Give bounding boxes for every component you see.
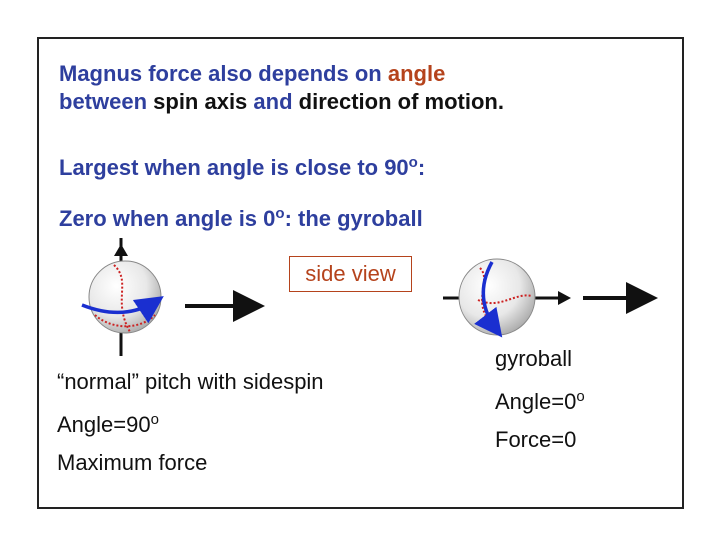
slide-frame (37, 37, 684, 509)
largest-end: : (417, 155, 426, 180)
heading-line-2: between spin axis and direction of motio… (59, 89, 504, 115)
spin-axis-arrowhead (114, 244, 128, 256)
angle-value: Angle=90 (57, 412, 151, 437)
gyroball-ball (443, 258, 571, 338)
spin-axis-highlight: spin axis (153, 89, 248, 114)
normal-pitch-line-1: “normal” pitch with sidespin (57, 369, 324, 394)
degree-mark: o (275, 205, 285, 222)
zero-line: Zero when angle is 0o: the gyroball (59, 201, 423, 232)
heading-line-1: Magnus force also depends on angle (59, 61, 445, 87)
heading-text: Magnus force also depends on (59, 61, 388, 86)
normal-pitch-line-2: Angle=90o (57, 401, 324, 444)
gyroball-line-3: Force=0 (495, 427, 577, 452)
degree-mark: o (150, 411, 159, 428)
side-view-label: side view (289, 256, 412, 292)
largest-line: Largest when angle is close to 90o: (59, 150, 425, 181)
angle-highlight: angle (387, 61, 446, 86)
heading-text: and (247, 89, 299, 114)
gyroball-line-2: Angle=0o (495, 378, 585, 421)
degree-mark: o (576, 388, 585, 405)
angle-value: Angle=0 (495, 389, 577, 414)
largest-text: Largest when angle is close to 90 (59, 155, 409, 180)
direction-highlight: direction of motion. (298, 89, 504, 114)
degree-mark: o (408, 154, 418, 171)
gyroball-caption: gyroball Angle=0o Force=0 (495, 340, 585, 459)
rotation-arrow (81, 296, 164, 324)
zero-text: Zero when angle is 0 (59, 206, 276, 231)
baseball-icon (458, 258, 536, 336)
baseball-icon (88, 260, 162, 334)
spin-axis-arrowhead (558, 291, 571, 305)
normal-pitch-caption: “normal” pitch with sidespin Angle=90o M… (57, 363, 324, 482)
seam-stitches (477, 294, 533, 305)
zero-end: : the gyroball (284, 206, 423, 231)
heading-text: between (59, 89, 154, 114)
gyroball-line-1: gyroball (495, 346, 573, 371)
rotation-arrow (474, 261, 503, 338)
sidespin-ball (81, 238, 164, 356)
seam-stitches (94, 314, 156, 328)
normal-pitch-line-3: Maximum force (57, 450, 208, 475)
seam-stitches (113, 264, 131, 333)
